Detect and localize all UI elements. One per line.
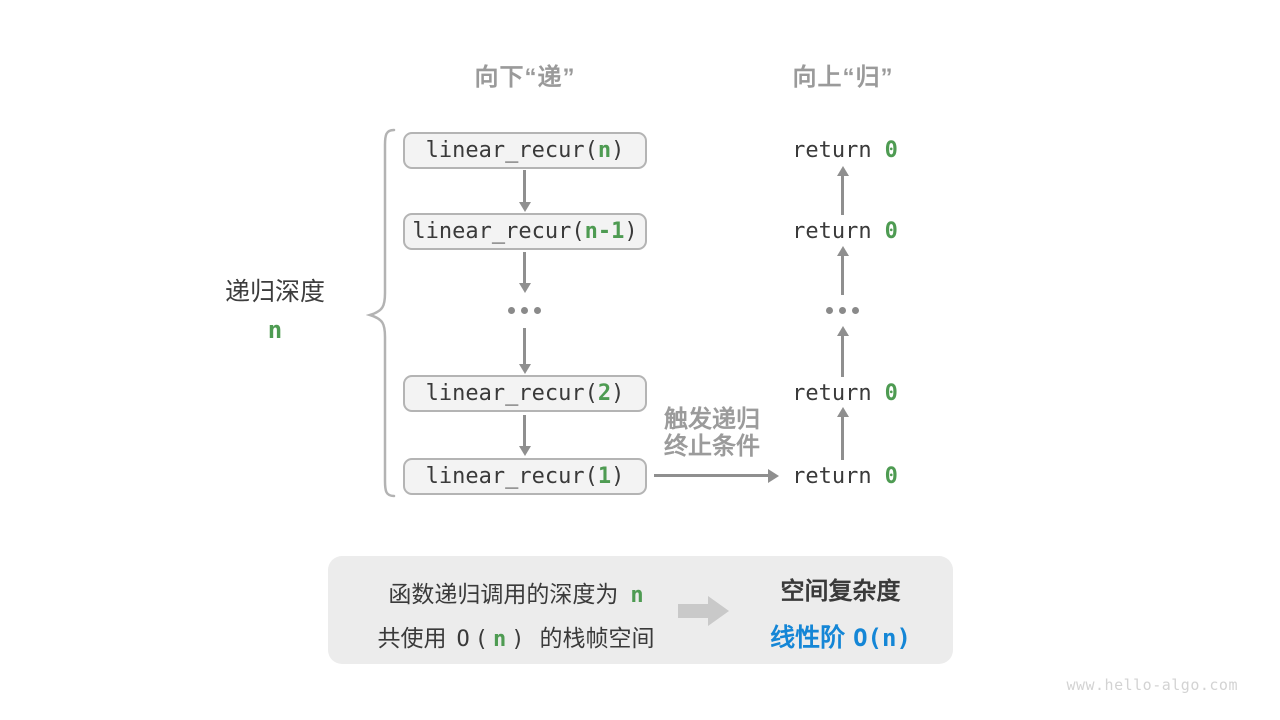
call-arg: n-1: [584, 219, 625, 244]
arrow-down-icon: [518, 415, 531, 456]
watermark-url: www.hello-algo.com: [1066, 676, 1238, 694]
result-big-o-close: ): [896, 624, 911, 652]
space-complexity-title: 空间复杂度: [780, 578, 901, 605]
return-keyword: return: [792, 138, 872, 163]
arrow-right-icon: [654, 468, 779, 483]
call-box-n: linear_recur(n): [403, 132, 647, 169]
call-text: linear_recur(: [425, 464, 598, 489]
call-text: ): [611, 381, 625, 406]
implies-arrow-head-icon: [708, 596, 729, 626]
base-case-line1: 触发递归: [664, 406, 760, 433]
recursion-depth-var: n: [267, 316, 283, 344]
call-text: linear_recur(: [425, 381, 598, 406]
summary-line1-var: n: [630, 583, 644, 608]
return-value: 0: [884, 464, 898, 489]
big-o-var: n: [493, 627, 512, 652]
arrow-down-icon: [518, 328, 531, 374]
ellipsis-dots: [826, 307, 859, 314]
return-value: 0: [884, 219, 898, 244]
return-row: return 0: [763, 138, 927, 163]
recursion-depth-label: 递归深度 n: [195, 278, 355, 345]
call-text: ): [624, 219, 638, 244]
call-text: linear_recur(: [412, 219, 585, 244]
ellipsis-dots: [508, 307, 541, 314]
result-order-text: 线性阶: [770, 624, 846, 652]
big-o-open: O(: [456, 627, 493, 652]
call-text: ): [611, 138, 625, 163]
call-text: ): [611, 464, 625, 489]
big-o-close: ): [511, 627, 530, 652]
depth-brace: [366, 128, 396, 498]
implies-arrow-icon: [678, 604, 708, 618]
base-case-line2: 终止条件: [664, 433, 760, 460]
base-case-label: 触发递归 终止条件: [637, 406, 787, 460]
result-big-o-open: O(: [853, 624, 882, 652]
return-value: 0: [884, 381, 898, 406]
return-value: 0: [884, 138, 898, 163]
return-row: return 0: [763, 381, 927, 406]
call-box-1: linear_recur(1): [403, 458, 647, 495]
call-text: linear_recur(: [425, 138, 598, 163]
summary-line2-pre: 共使用: [377, 625, 447, 651]
result-big-o-var: n: [882, 624, 897, 652]
arrow-up-icon: [836, 166, 849, 215]
call-box-2: linear_recur(2): [403, 375, 647, 412]
arrow-up-icon: [836, 246, 849, 295]
summary-line1-text: 函数递归调用的深度为: [388, 581, 619, 607]
recursion-depth-text: 递归深度: [224, 278, 325, 306]
call-arg: 1: [597, 464, 612, 489]
summary-line2-post: 的栈帧空间: [539, 625, 655, 651]
arrow-down-icon: [518, 252, 531, 293]
return-keyword: return: [792, 464, 872, 489]
header-recurse-down: 向下“递”: [474, 64, 576, 91]
call-arg: n: [597, 138, 612, 163]
call-arg: 2: [597, 381, 612, 406]
return-keyword: return: [792, 381, 872, 406]
return-row: return 0: [763, 219, 927, 244]
return-keyword: return: [792, 219, 872, 244]
arrow-down-icon: [518, 170, 531, 212]
arrow-up-icon: [836, 407, 849, 460]
header-return-up: 向上“归”: [792, 64, 894, 91]
return-row: return 0: [763, 464, 927, 489]
arrow-up-icon: [836, 326, 849, 377]
call-box-n-1: linear_recur(n-1): [403, 213, 647, 250]
